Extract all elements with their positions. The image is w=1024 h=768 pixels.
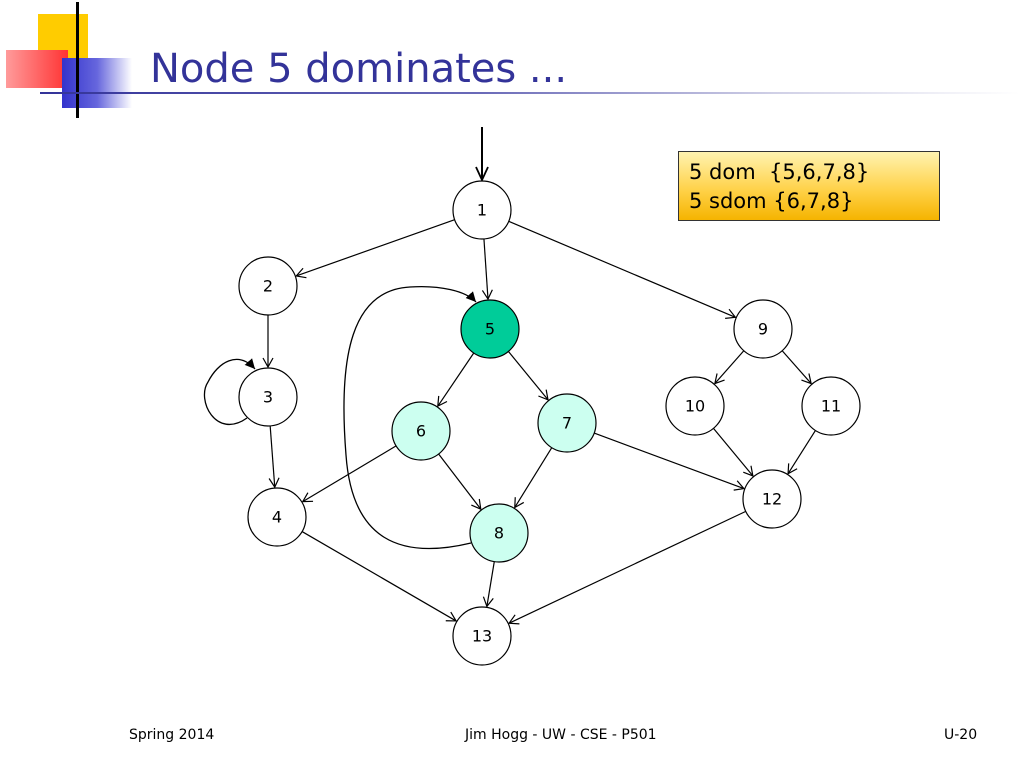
edge-9-to-10 <box>714 350 745 385</box>
title-underline <box>40 92 1020 94</box>
edge-9-to-11 <box>781 350 812 385</box>
edge-7-to-12 <box>593 432 746 491</box>
node-2-label: 2 <box>263 277 273 296</box>
edge-6-to-4 <box>301 445 397 503</box>
node-1-label: 1 <box>477 201 487 220</box>
node-3-label: 3 <box>263 388 273 407</box>
node-10-circle <box>665 376 725 436</box>
node-12: 12 <box>742 469 802 529</box>
node-11-circle <box>801 376 861 436</box>
edges-layer <box>203 127 816 625</box>
node-5: 5 <box>460 299 520 359</box>
node-5-circle <box>460 299 520 359</box>
node-5-label: 5 <box>485 320 495 339</box>
node-13-label: 13 <box>472 627 492 646</box>
node-6: 6 <box>391 401 451 461</box>
edge-5-to-6 <box>437 352 475 408</box>
node-8: 8 <box>469 503 529 563</box>
edge-3-to-4 <box>268 425 280 489</box>
node-7-circle <box>537 393 597 453</box>
edge-6-to-8 <box>438 453 482 511</box>
node-10-label: 10 <box>685 397 705 416</box>
edge-7-to-8 <box>514 447 553 509</box>
node-4-circle <box>247 487 307 547</box>
edge-8-to-13 <box>482 561 495 608</box>
footer-date: Spring 2014 <box>129 727 215 743</box>
node-11-label: 11 <box>821 397 841 416</box>
edge-3-to-3 <box>203 358 256 426</box>
edge-10-to-12 <box>713 427 754 477</box>
node-12-circle <box>742 469 802 529</box>
edge-11-to-12 <box>787 430 816 475</box>
node-13: 13 <box>452 606 512 666</box>
dom-set-text: 5 dom {5,6,7,8} <box>689 160 870 184</box>
footer-author: Jim Hogg - UW - CSE - P501 <box>465 727 657 743</box>
node-1-circle <box>452 180 512 240</box>
edge-4-to-13 <box>301 531 458 622</box>
node-4-label: 4 <box>272 508 282 527</box>
node-8-circle <box>469 503 529 563</box>
node-7-label: 7 <box>562 414 572 433</box>
node-3-circle <box>238 367 298 427</box>
corner-decoration <box>0 0 140 120</box>
sdom-set-text: 5 sdom {6,7,8} <box>689 189 854 213</box>
node-9-circle <box>733 299 793 359</box>
node-13-circle <box>452 606 512 666</box>
node-1: 1 <box>452 180 512 240</box>
node-3: 3 <box>238 367 298 427</box>
edge-12-to-13 <box>508 510 747 625</box>
edge-5-to-7 <box>507 351 549 401</box>
node-11: 11 <box>801 376 861 436</box>
edge-1-to-2 <box>295 219 455 279</box>
node-8-label: 8 <box>494 524 504 543</box>
node-6-label: 6 <box>416 422 426 441</box>
slide-title: Node 5 dominates ... <box>150 46 568 92</box>
dominance-callout: 5 dom {5,6,7,8} 5 sdom {6,7,8} <box>678 151 940 221</box>
footer-page-number: U-20 <box>944 727 978 743</box>
node-2: 2 <box>238 256 298 316</box>
edge-1-to-5 <box>481 238 493 301</box>
node-2-circle <box>238 256 298 316</box>
edge-8-to-5 <box>343 285 477 550</box>
node-4: 4 <box>247 487 307 547</box>
node-6-circle <box>391 401 451 461</box>
node-10: 10 <box>665 376 725 436</box>
edge-1-to-9 <box>508 220 737 319</box>
node-7: 7 <box>537 393 597 453</box>
node-9-label: 9 <box>758 320 768 339</box>
node-12-label: 12 <box>762 490 782 509</box>
node-9: 9 <box>733 299 793 359</box>
